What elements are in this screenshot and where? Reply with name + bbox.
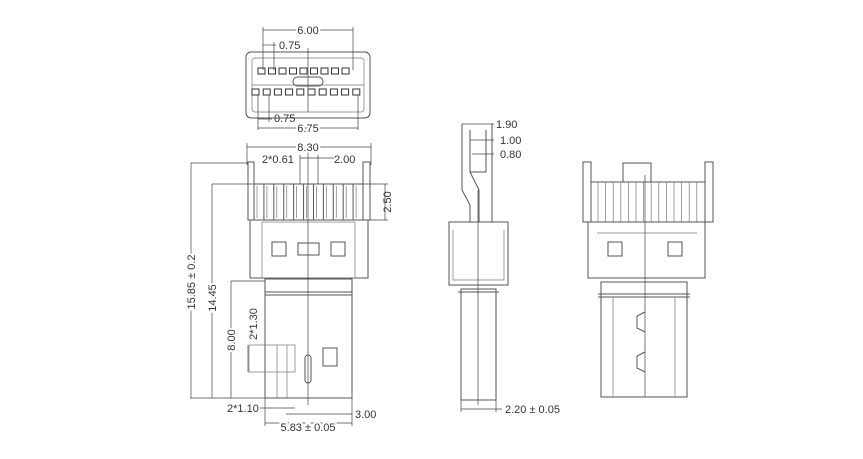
bottom-pin — [341, 88, 350, 96]
top-pin — [310, 67, 318, 75]
top-pin — [341, 67, 350, 75]
dim-2x0-61: 2*0.61 — [262, 154, 294, 166]
dim-6-00: 6.00 — [297, 25, 318, 37]
top-pin — [320, 67, 329, 75]
dim-1-00: 1.00 — [500, 135, 521, 147]
top-pin — [299, 67, 308, 75]
bottom-pin — [296, 88, 305, 96]
top-view: 6.00 0.75 0.75 6.75 — [245, 23, 371, 137]
dim-0-75-top: 0.75 — [279, 40, 300, 52]
dim-8-30: 8.30 — [297, 142, 318, 154]
top-pin — [257, 67, 266, 75]
dim-3-00: 3.00 — [355, 409, 376, 421]
bottom-pin — [262, 88, 271, 96]
top-pin — [331, 67, 339, 75]
back-view — [582, 161, 714, 398]
dim-6-75: 6.75 — [297, 123, 318, 135]
dim-2-00: 2.00 — [334, 154, 355, 166]
dim-1-90: 1.90 — [496, 119, 517, 131]
dim-2x1-10: 2*1.10 — [227, 403, 259, 415]
top-pin — [278, 67, 287, 75]
bottom-pin — [251, 88, 260, 96]
bottom-pin — [318, 88, 327, 96]
dim-2-20: 2.20 ± 0.05 — [505, 404, 560, 416]
dim-8-00: 8.00 — [226, 329, 238, 350]
bottom-pin — [307, 88, 316, 96]
top-pin — [268, 67, 276, 75]
bottom-pin — [273, 88, 282, 96]
top-pin — [289, 67, 297, 75]
dim-5-83: 5.83 ± 0.05 — [281, 422, 336, 434]
dim-0-80: 0.80 — [500, 149, 521, 161]
bottom-pin — [352, 88, 361, 96]
bottom-pin — [285, 88, 294, 96]
dim-15-85: 15.85 ± 0.2 — [186, 255, 198, 310]
dim-2-50: 2.50 — [382, 191, 394, 212]
dim-14-45: 14.45 — [207, 284, 219, 312]
dim-0-75-bottom: 0.75 — [274, 113, 295, 125]
front-view: 8.30 2*0.61 2.00 2.50 15.85 ± 0.2 14.45 … — [184, 140, 394, 436]
side-view: 1.90 1.00 0.80 2.20 ± 0.05 — [448, 119, 560, 416]
bottom-pin — [329, 88, 338, 96]
dim-2x1-30: 2*1.30 — [248, 308, 260, 340]
